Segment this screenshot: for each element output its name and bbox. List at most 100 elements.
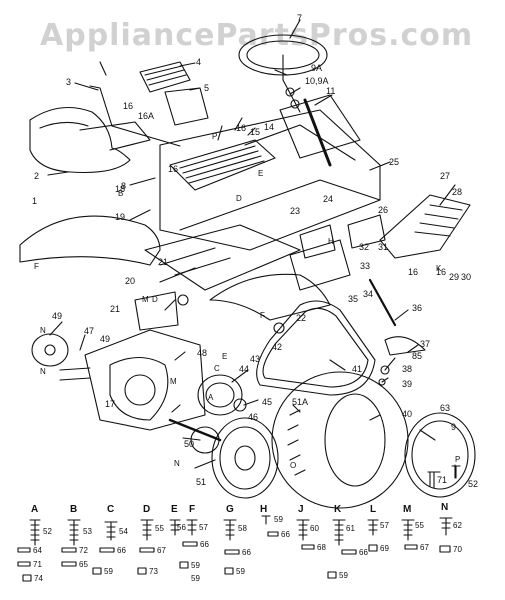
part-label: 22 <box>296 313 307 323</box>
hardware-bolts <box>29 515 453 546</box>
part-label: 49 <box>100 334 111 344</box>
letter-label: A <box>208 393 214 402</box>
hardware-key-number: 57 <box>380 521 389 530</box>
washer-number: 66 <box>359 548 368 557</box>
washer-number: 73 <box>149 567 158 576</box>
hardware-key-number: 53 <box>83 527 92 536</box>
washer-number: 68 <box>317 543 326 552</box>
part-label: 47 <box>84 326 95 336</box>
letter-label: P <box>455 455 461 464</box>
letter-label: M <box>170 377 177 386</box>
part-label: 14 <box>264 122 275 132</box>
hardware-key-letter: C <box>107 504 115 515</box>
fender-left <box>19 215 161 266</box>
washer-number: 71 <box>33 560 42 569</box>
washer-number: 59 <box>104 567 113 576</box>
washer-number: 59 <box>191 574 200 583</box>
letter-label: K <box>436 264 442 273</box>
hardware-key-letter: L <box>370 504 377 515</box>
part-label: 35 <box>348 294 359 304</box>
letter-label: H <box>328 237 334 246</box>
part-label: 33 <box>360 261 371 271</box>
part-label: 19 <box>115 212 126 222</box>
hardware-key-number: 60 <box>310 524 319 533</box>
part-label: 20 <box>125 276 136 286</box>
letter-label: D <box>152 295 158 304</box>
pulley <box>197 374 243 416</box>
hardware-key-letter: N <box>441 502 449 513</box>
part-label: 38 <box>402 364 413 374</box>
part-label: 26 <box>378 205 389 215</box>
part-label: 5 <box>204 83 210 93</box>
tire <box>271 371 409 509</box>
hubcap <box>404 412 476 498</box>
part-label: 41 <box>352 364 363 374</box>
part-label: 85 <box>412 351 423 361</box>
part-label: 8 <box>121 181 127 191</box>
hardware-key-number: 55 <box>415 521 424 530</box>
letter-label: E <box>222 352 228 361</box>
hardware-key-letter: A <box>31 504 39 515</box>
part-label: 36 <box>412 303 423 313</box>
part-label: 51A <box>292 397 309 407</box>
hardware-key-letter: D <box>143 504 151 515</box>
part-label: 28 <box>452 187 463 197</box>
part-label: 21 <box>158 257 169 267</box>
part-label: 32 <box>359 242 370 252</box>
letter-label: B <box>118 189 124 198</box>
part-label: 29 <box>449 272 460 282</box>
hardware-key-number: 52 <box>43 527 52 536</box>
part-label: 21 <box>110 304 121 314</box>
part-label: 31 <box>378 242 389 252</box>
part-label: 49 <box>52 311 63 321</box>
letter-label: C <box>214 364 220 373</box>
part-label: 46 <box>248 412 259 422</box>
hardware-key-letter: K <box>334 504 342 515</box>
part-label: 17 <box>105 399 116 409</box>
footboard-right <box>379 194 471 259</box>
part-label: 52 <box>468 479 479 489</box>
washer-number: 74 <box>34 574 43 583</box>
hardware-key-letter: M <box>403 504 412 515</box>
hardware-key-number: 56 <box>177 523 186 532</box>
shift-lever <box>89 85 181 147</box>
part-label: 27 <box>440 171 451 181</box>
hardware-key-number: 55 <box>155 524 164 533</box>
letter-label: N <box>174 459 180 468</box>
hardware-key-number: 62 <box>453 521 462 530</box>
footboard-left <box>169 139 276 191</box>
washer-number: 66 <box>242 548 251 557</box>
part-label: 16 <box>236 123 247 133</box>
part-label: 15 <box>250 127 261 137</box>
hardware-key-letter: G <box>226 504 234 515</box>
hardware-washers <box>17 531 451 582</box>
washer-number: 65 <box>79 560 88 569</box>
hardware-key-letter: J <box>298 504 304 515</box>
hub-right <box>190 426 220 454</box>
washer-number: 59 <box>191 561 200 570</box>
part-label: 16 <box>168 164 179 174</box>
part-label: 24 <box>323 194 334 204</box>
washer-number: 67 <box>420 543 429 552</box>
letter-label: F <box>260 311 265 320</box>
part-label: 16 <box>123 101 134 111</box>
part-label: 16 <box>408 267 419 277</box>
washer-number: 66 <box>117 546 126 555</box>
part-label: 37 <box>420 339 431 349</box>
part-label: 63 <box>440 403 451 413</box>
part-label: 10,9A <box>305 76 329 86</box>
letter-label: O <box>290 461 297 470</box>
part-label: 23 <box>290 206 301 216</box>
part-label: 45 <box>262 397 273 407</box>
hardware-key-letter: H <box>260 504 268 515</box>
part-label: 11 <box>326 86 336 96</box>
part-label: 50 <box>184 439 195 449</box>
part-label: 30 <box>461 272 472 282</box>
letter-label: D <box>236 194 242 203</box>
part-label: 43 <box>250 354 261 364</box>
fender-rear <box>209 273 331 321</box>
part-label: 2 <box>34 171 40 181</box>
part-label: 44 <box>239 364 250 374</box>
washer-number: 64 <box>33 546 42 555</box>
